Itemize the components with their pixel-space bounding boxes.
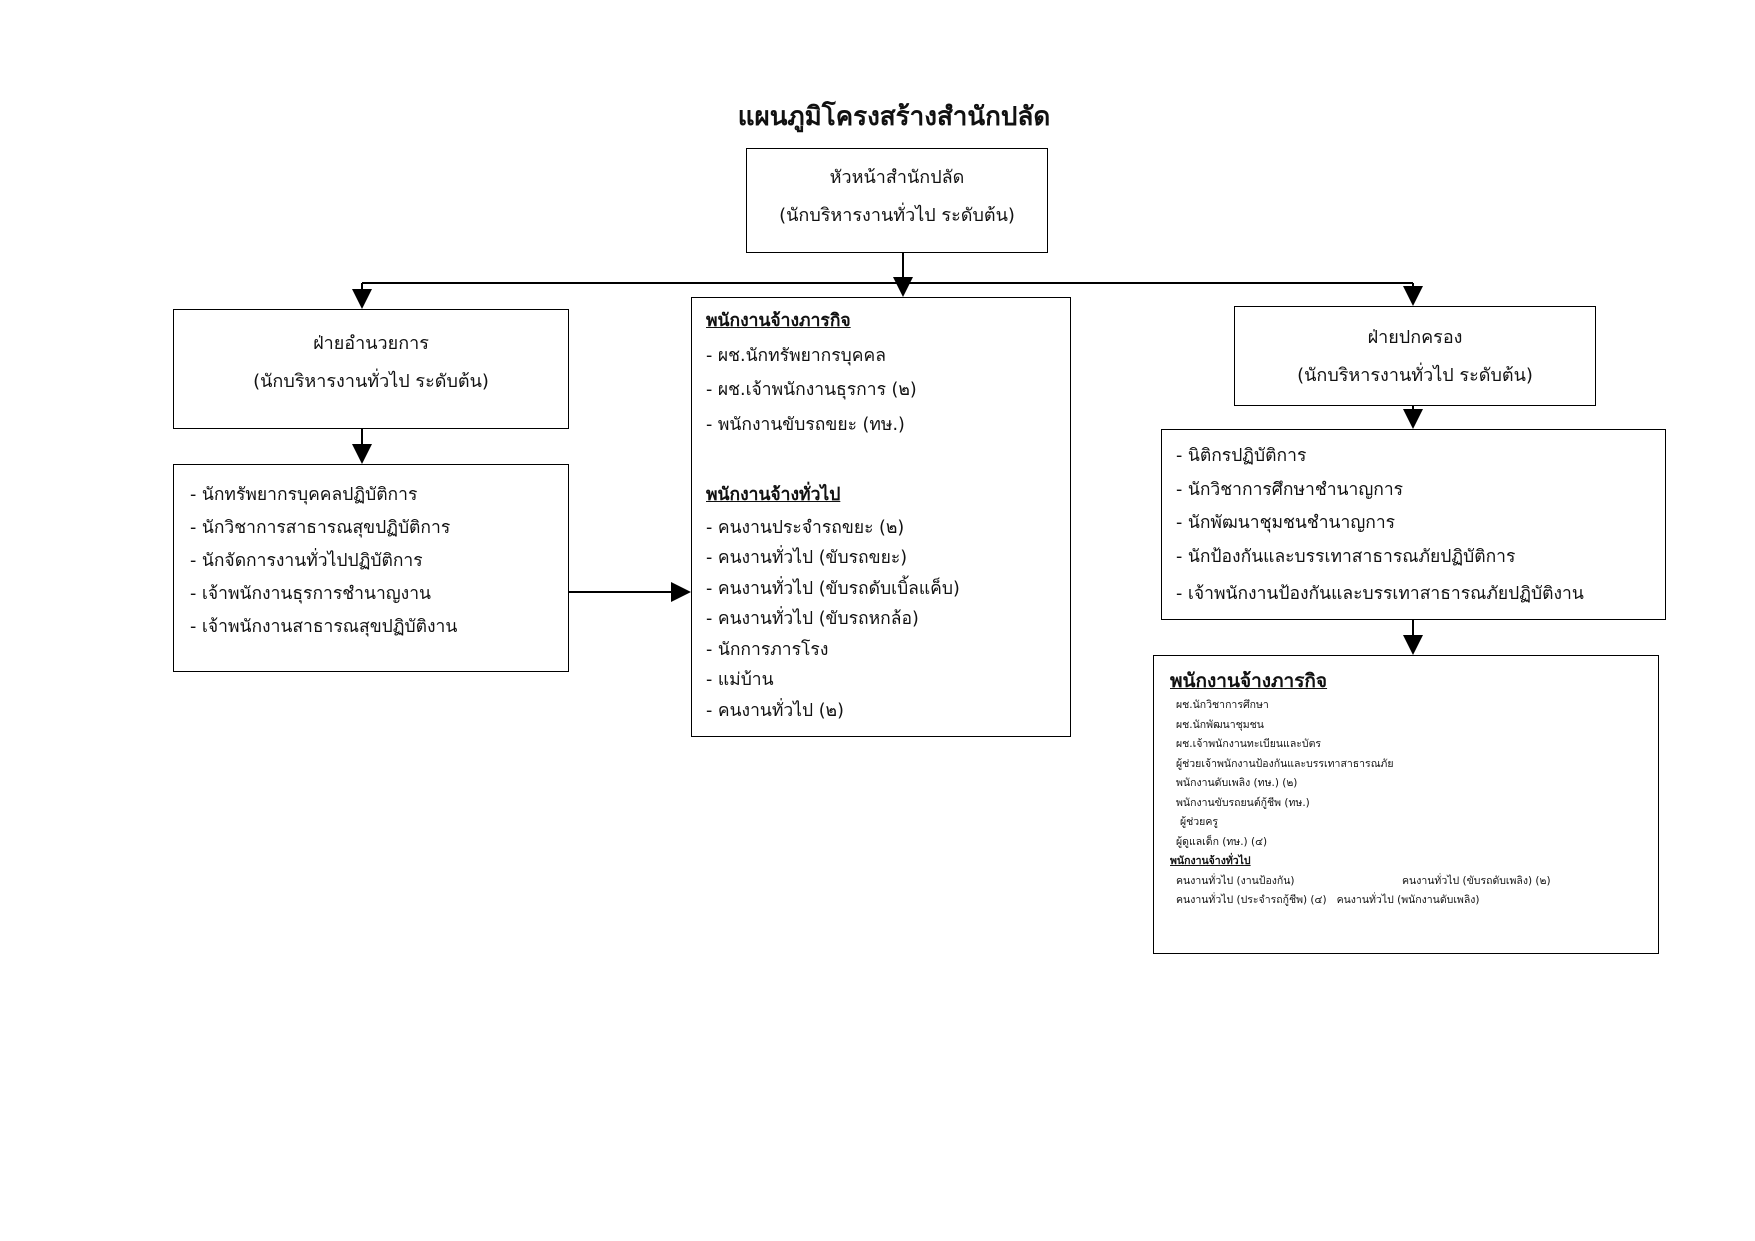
mission-header: พนักงานจ้างภารกิจ bbox=[1170, 670, 1328, 692]
list-item: - เจ้าพนักงานป้องกันและบรรเทาสาธารณภัยปฏ… bbox=[1176, 584, 1584, 604]
head-title: หัวหน้าสำนักปลัด bbox=[829, 167, 965, 188]
list-item: - นักป้องกันและบรรเทาสาธารณภัยปฏิบัติการ bbox=[1176, 546, 1516, 567]
list-item: - ผช.นักทรัพยากรบุคคล bbox=[706, 345, 886, 366]
list-item: - คนงานทั่วไป (๒) bbox=[706, 700, 844, 721]
list-item: - คนงานทั่วไป (ขับรถขยะ) bbox=[706, 548, 908, 568]
list-item: ผู้ช่วยครู bbox=[1180, 816, 1218, 828]
list-item: ผู้ช่วยเจ้าพนักงานป้องกันและบรรเทาสาธารณ… bbox=[1176, 757, 1394, 770]
govern-box: ฝ่ายปกครอง (นักบริหารงานทั่วไป ระดับต้น) bbox=[1234, 306, 1596, 406]
head-box: หัวหน้าสำนักปลัด (นักบริหารงานทั่วไป ระด… bbox=[746, 148, 1048, 253]
list-item: คนงานทั่วไป (งานป้องกัน) bbox=[1176, 874, 1295, 887]
list-item: ผช.นักพัฒนาชุมชน bbox=[1176, 718, 1264, 731]
list-item: - นักพัฒนาชุมชนชำนาญการ bbox=[1176, 513, 1396, 533]
govern-employees-box: พนักงานจ้างภารกิจ ผช.นักวิชาการศึกษา ผช.… bbox=[1153, 655, 1659, 954]
list-item: พนักงานขับรถยนต์กู้ชีพ (ทษ.) bbox=[1176, 796, 1310, 809]
list-item: พนักงานดับเพลิง (ทษ.) (๒) bbox=[1176, 777, 1298, 789]
list-item: - พนักงานขับรถขยะ (ทษ.) bbox=[706, 414, 905, 435]
list-item: คนงานทั่วไป (พนักงานดับเพลิง) bbox=[1336, 894, 1480, 906]
list-item: คนงานทั่วไป (ประจำรถกู้ชีพ) (๔) bbox=[1176, 894, 1327, 906]
govern-staff-box: - นิติกรปฏิบัติการ - นักวิชาการศึกษาชำนา… bbox=[1161, 429, 1666, 620]
admin-level: (นักบริหารงานทั่วไป ระดับต้น) bbox=[253, 371, 489, 392]
list-item: - นักวิชาการสาธารณสุขปฏิบัติการ bbox=[190, 518, 451, 538]
govern-title: ฝ่ายปกครอง bbox=[1367, 327, 1463, 348]
chart-title: แผนภูมิโครงสร้างสำนักปลัด bbox=[737, 102, 1051, 132]
govern-level: (นักบริหารงานทั่วไป ระดับต้น) bbox=[1297, 365, 1533, 386]
list-item: - คนงานทั่วไป (ขับรถดับเบิ้ลแค็บ) bbox=[706, 578, 960, 599]
general-header: พนักงานจ้างทั่วไป bbox=[706, 485, 841, 505]
admin-title: ฝ่ายอำนวยการ bbox=[313, 333, 429, 354]
list-item: ผู้ดูแลเด็ก (ทษ.) (๔) bbox=[1176, 835, 1268, 848]
list-item: - คนงานทั่วไป (ขับรถหกล้อ) bbox=[706, 609, 919, 629]
general-header: พนักงานจ้างทั่วไป bbox=[1170, 855, 1251, 867]
head-level: (นักบริหารงานทั่วไป ระดับต้น) bbox=[779, 205, 1015, 226]
middle-staff-box: พนักงานจ้างภารกิจ - ผช.นักทรัพยากรบุคคล … bbox=[691, 297, 1071, 737]
list-item: ผช.เจ้าพนักงานทะเบียนและบัตร bbox=[1176, 738, 1322, 750]
list-item: - ผช.เจ้าพนักงานธุรการ (๒) bbox=[706, 380, 917, 400]
list-item: - นักจัดการงานทั่วไปปฏิบัติการ bbox=[190, 551, 423, 571]
list-item: คนงานทั่วไป (ขับรถดับเพลิง) (๒) bbox=[1402, 874, 1551, 887]
list-item: - นักวิชาการศึกษาชำนาญการ bbox=[1176, 479, 1404, 500]
list-item: - แม่บ้าน bbox=[706, 670, 774, 690]
list-item: - คนงานประจำรถขยะ (๒) bbox=[706, 517, 905, 538]
list-item: - นักการภารโรง bbox=[706, 639, 829, 660]
list-item: - นิติกรปฏิบัติการ bbox=[1176, 446, 1307, 466]
list-item: - เจ้าพนักงานธุรการชำนาญงาน bbox=[190, 584, 432, 604]
mission-header: พนักงานจ้างภารกิจ bbox=[706, 311, 851, 331]
list-item: - นักทรัพยากรบุคคลปฏิบัติการ bbox=[190, 485, 418, 505]
list-item: ผช.นักวิชาการศึกษา bbox=[1176, 699, 1269, 711]
list-item: - เจ้าพนักงานสาธารณสุขปฏิบัติงาน bbox=[190, 617, 458, 637]
admin-box: ฝ่ายอำนวยการ (นักบริหารงานทั่วไป ระดับต้… bbox=[173, 309, 569, 429]
admin-staff-box: - นักทรัพยากรบุคคลปฏิบัติการ - นักวิชากา… bbox=[173, 464, 569, 672]
